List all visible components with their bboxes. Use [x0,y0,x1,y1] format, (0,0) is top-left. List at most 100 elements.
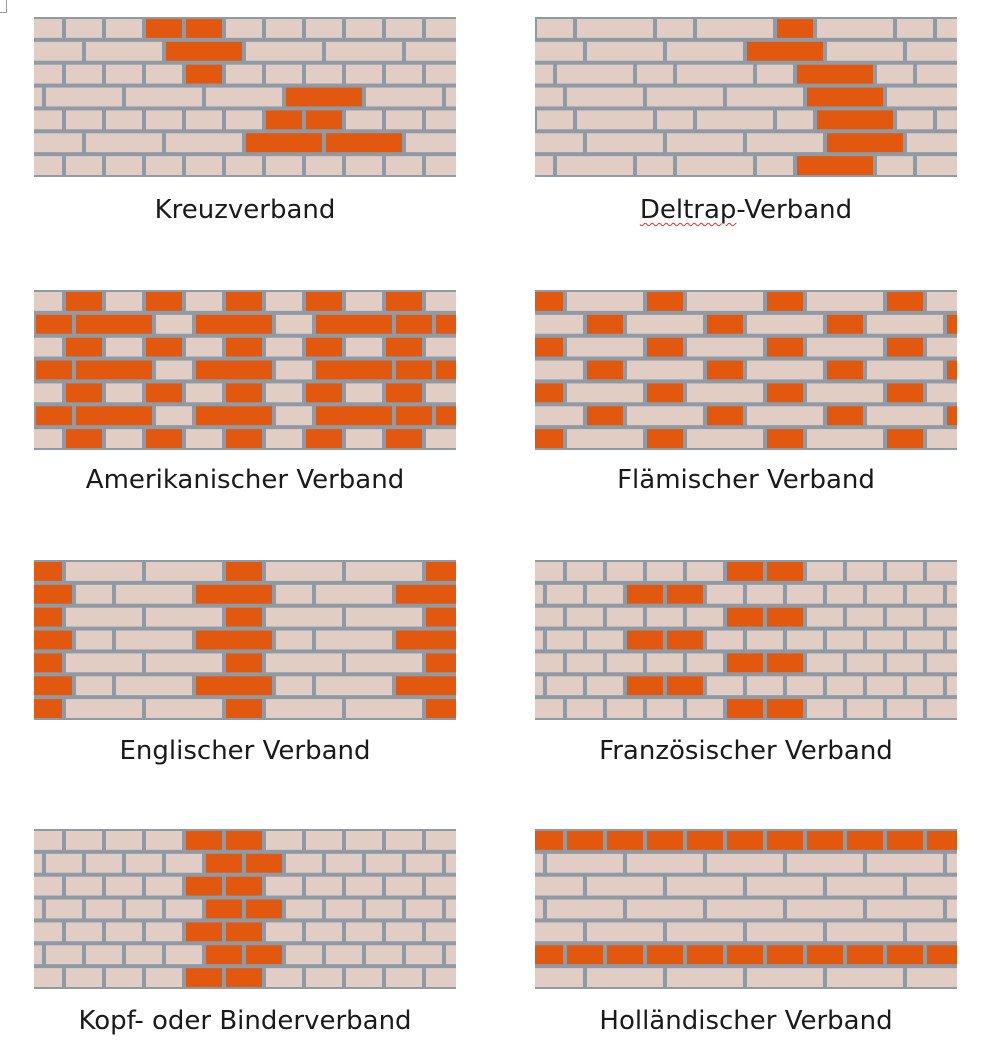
highlighted-brick [386,383,422,403]
bond-label-amerikanisch: Amerikanischer Verband [85,465,405,495]
bond-diagram-englisch [34,560,456,720]
brick [917,64,957,84]
highlighted-brick [927,945,957,965]
brick [657,110,693,130]
brick [266,562,342,581]
brick [266,156,302,175]
brick [707,676,743,696]
brick [937,110,957,130]
brick [346,64,382,84]
spellcheck-flagged-word[interactable]: Deltrap [639,195,737,225]
highlighted-brick [396,630,456,650]
brick [827,676,863,696]
highlighted-brick [647,831,683,850]
brick [947,676,957,696]
highlighted-brick [887,337,923,357]
brick [627,360,703,380]
brick [66,876,102,896]
brick [867,406,943,426]
brick [807,607,843,627]
brick [827,968,903,987]
highlighted-brick [146,383,182,403]
brick [266,19,302,38]
brick [587,968,663,987]
brick [687,292,763,311]
brick [867,314,943,334]
highlighted-brick [34,607,62,627]
brick [535,922,583,942]
brick [535,968,583,987]
brick [687,337,763,357]
brick [787,630,823,650]
bond-label-kreuzverband: Kreuzverband [154,195,336,225]
highlighted-brick [807,945,843,965]
brick [567,383,643,403]
highlighted-brick [426,607,456,627]
highlighted-brick [707,360,743,380]
highlighted-brick [66,429,102,448]
highlighted-brick [627,676,663,696]
brick-pattern [34,17,456,177]
brick [286,945,322,965]
brick [647,653,683,673]
brick [887,607,923,627]
highlighted-brick [727,831,763,850]
brick [547,584,583,604]
brick [106,64,142,84]
brick [386,156,422,175]
brick [537,19,573,38]
brick [326,41,402,61]
highlighted-brick [747,41,823,61]
brick [146,653,222,673]
brick [34,831,62,850]
brick [366,853,402,873]
brick [46,853,82,873]
brick [687,699,723,718]
highlighted-brick [767,337,803,357]
brick [316,584,392,604]
brick [647,699,683,718]
brick [86,41,162,61]
highlighted-brick [66,383,102,403]
brick [34,337,62,357]
brick [76,630,112,650]
highlighted-brick [146,292,182,311]
brick [587,676,623,696]
brick [687,383,763,403]
brick [106,831,142,850]
brick [346,607,422,627]
highlighted-brick [767,831,803,850]
brick [827,41,903,61]
brick [156,314,192,334]
brick [34,876,62,896]
highlighted-brick [76,406,152,426]
brick [306,156,342,175]
brick [747,133,823,153]
highlighted-brick [206,853,242,873]
highlighted-brick [36,406,72,426]
brick [757,64,793,84]
brick [34,110,62,130]
brick [567,292,643,311]
brick [587,922,663,942]
brick [346,653,422,673]
highlighted-brick [206,945,242,965]
brick [747,360,823,380]
brick [386,968,422,987]
brick [66,562,142,581]
brick [637,64,673,84]
brick [887,699,923,718]
brick [927,292,957,311]
brick [106,922,142,942]
highlighted-brick [36,360,72,380]
brick [535,676,543,696]
brick [34,133,82,153]
brick [567,653,603,673]
brick [186,156,222,175]
brick [647,607,683,627]
brick [66,653,142,673]
highlighted-brick [607,945,643,965]
brick [146,831,182,850]
highlighted-brick [767,383,803,403]
brick [927,562,957,581]
